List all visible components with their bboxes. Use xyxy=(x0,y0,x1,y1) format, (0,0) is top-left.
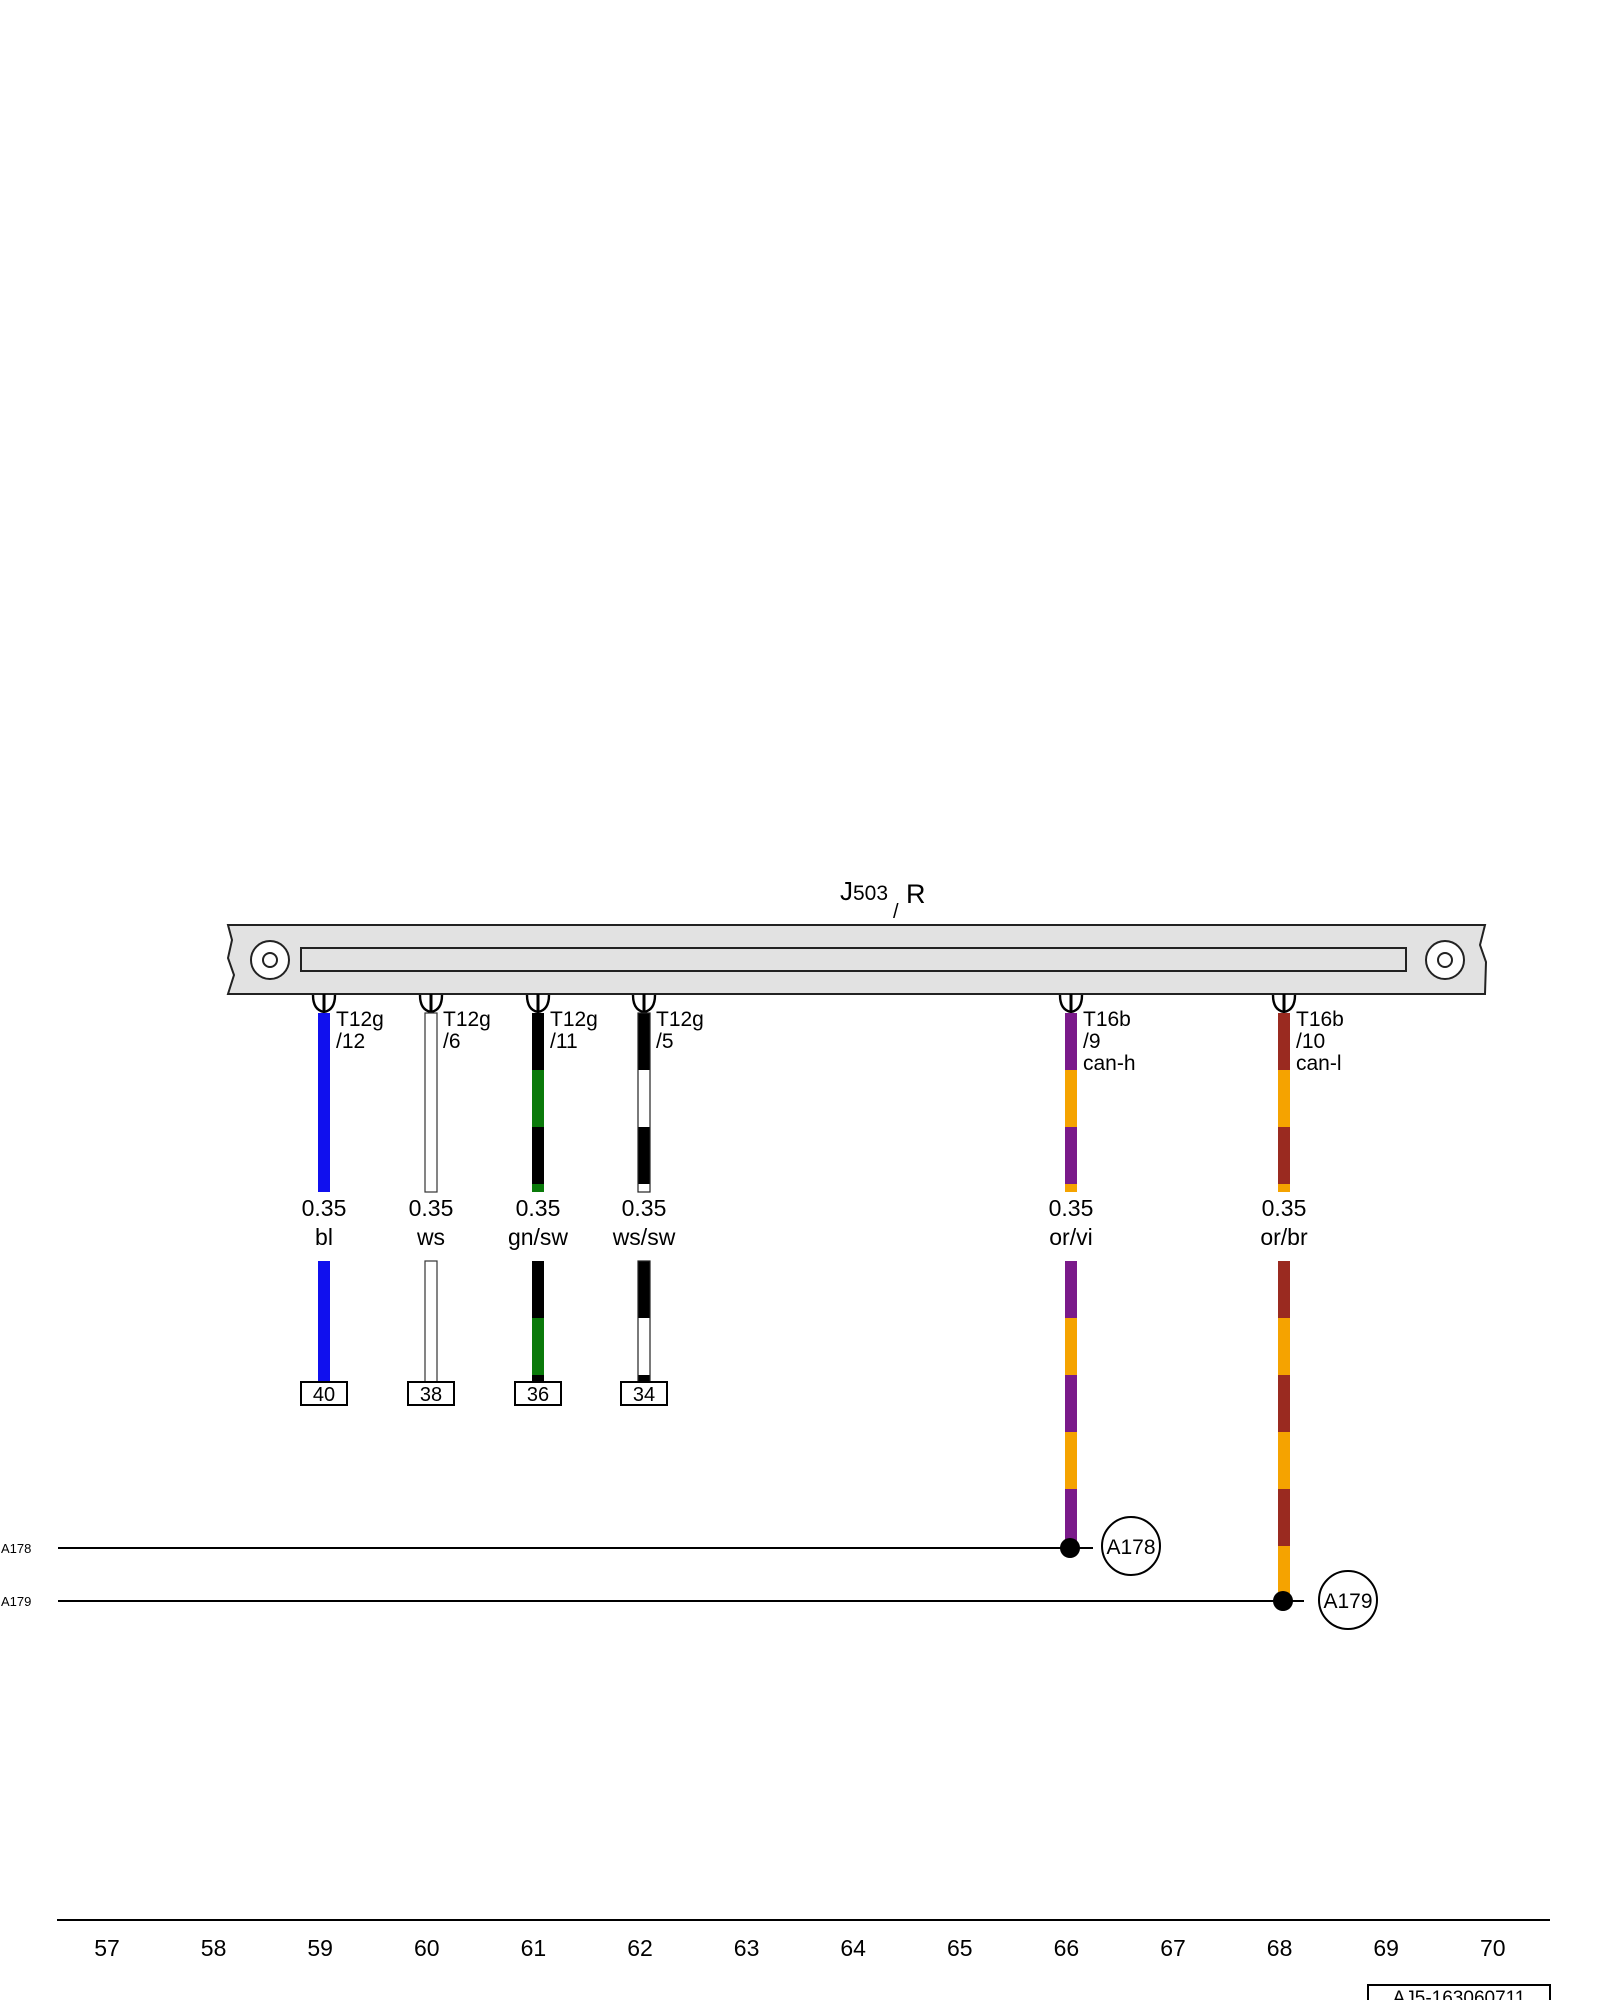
connector-pin-icon xyxy=(631,994,657,1014)
grid-column-number: 61 xyxy=(521,1935,547,1961)
component-sub: 503 xyxy=(853,882,888,905)
wire-gauge-label: 0.35 xyxy=(409,1195,454,1221)
connection-a178-circle[interactable]: A178 xyxy=(1101,1516,1161,1576)
wire-bl[interactable]: T12g/12 0.35 bl 40 xyxy=(300,994,384,1406)
grid-column-number: 59 xyxy=(307,1935,333,1961)
wire-color-label: ws/sw xyxy=(612,1224,676,1250)
reference-box-label: 40 xyxy=(313,1384,335,1406)
pin-connector-label: T12g xyxy=(336,1008,384,1031)
wire-ws-sw[interactable]: T12g/5 0.35 ws/sw 34 xyxy=(612,994,704,1406)
grid-column-number: 58 xyxy=(201,1935,227,1961)
mounting-hole-icon xyxy=(1425,940,1465,980)
component-separator: / xyxy=(893,901,899,923)
connector-pin-icon xyxy=(311,994,337,1014)
pin-number-label: /6 xyxy=(443,1030,461,1053)
connector-pin-icon xyxy=(1271,994,1297,1014)
reference-box[interactable]: 40 xyxy=(300,1381,348,1406)
grid-column-number: 66 xyxy=(1054,1935,1080,1961)
pin-note-label: can-h xyxy=(1083,1052,1136,1075)
bus-label-a179: A179 xyxy=(1,1594,31,1609)
reference-box-label: 36 xyxy=(527,1384,549,1406)
pin-note-label: can-l xyxy=(1296,1052,1342,1075)
reference-box-label: 34 xyxy=(633,1384,655,1406)
wire-color-label: ws xyxy=(416,1224,445,1250)
connection-a178-label: A178 xyxy=(1106,1536,1155,1559)
grid-column-number: 63 xyxy=(734,1935,760,1961)
wire-color-label: or/vi xyxy=(1049,1224,1092,1250)
wire-ws[interactable]: T12g/6 0.35 ws 38 xyxy=(407,994,491,1406)
pin-number-label: /10 xyxy=(1296,1030,1325,1053)
bus-lines: A178 A179 A178 A179 xyxy=(1,1516,1378,1630)
pin-connector-label: T12g xyxy=(656,1008,704,1031)
pin-number-label: /5 xyxy=(656,1030,674,1053)
connector-pin-icon xyxy=(525,994,551,1014)
drawing-id-box: AJ5-163060711 xyxy=(1367,1984,1551,2000)
wire-color-label: gn/sw xyxy=(508,1224,568,1250)
connector-pin-icon xyxy=(418,994,444,1014)
wire-gauge-label: 0.35 xyxy=(622,1195,667,1221)
wire-gauge-label: 0.35 xyxy=(1049,1195,1094,1221)
wire-color-label: or/br xyxy=(1260,1224,1308,1250)
component-title: J503 xyxy=(840,876,888,906)
connection-a179-label: A179 xyxy=(1323,1590,1372,1613)
junction-dot xyxy=(1273,1591,1293,1611)
grid-column-number: 70 xyxy=(1480,1935,1506,1961)
junction-dot xyxy=(1060,1538,1080,1558)
reference-box[interactable]: 34 xyxy=(620,1381,668,1406)
grid-column-number: 60 xyxy=(414,1935,440,1961)
grid-column-number: 65 xyxy=(947,1935,973,1961)
drawing-id: AJ5-163060711 xyxy=(1393,1988,1526,2000)
component-suffix: R xyxy=(906,879,926,909)
reference-box[interactable]: 38 xyxy=(407,1381,455,1406)
mounting-hole-icon xyxy=(250,940,290,980)
control-unit-housing xyxy=(226,924,1488,995)
reference-box-label: 38 xyxy=(420,1384,442,1406)
pin-number-label: /9 xyxy=(1083,1030,1101,1053)
pin-connector-label: T16b xyxy=(1083,1008,1131,1031)
wire-gauge-label: 0.35 xyxy=(1262,1195,1307,1221)
connector-pin-icon xyxy=(1058,994,1084,1014)
connection-a179-circle[interactable]: A179 xyxy=(1318,1570,1378,1630)
wire-gauge-label: 0.35 xyxy=(302,1195,347,1221)
wire-gauge-label: 0.35 xyxy=(516,1195,561,1221)
component-main: J xyxy=(840,876,853,906)
pin-number-label: /12 xyxy=(336,1030,365,1053)
grid-column-number: 57 xyxy=(94,1935,120,1961)
bus-label-a178: A178 xyxy=(1,1541,31,1556)
pin-number-label: /11 xyxy=(550,1030,578,1053)
pin-connector-label: T12g xyxy=(550,1008,598,1031)
grid-column-number: 68 xyxy=(1267,1935,1293,1961)
wire-color-label: bl xyxy=(315,1224,333,1250)
pin-connector-label: T12g xyxy=(443,1008,491,1031)
wires-layer: T12g/12 0.35 bl 40 T12g/6 0.35 ws 38 T12g/11 0.35… xyxy=(300,994,1344,1601)
grid-column-number: 69 xyxy=(1373,1935,1399,1961)
grid-column-number: 62 xyxy=(627,1935,653,1961)
grid-column-number: 64 xyxy=(840,1935,866,1961)
grid-column-numbers: 57 58 59 60 61 62 63 64 65 66 67 68 69 70 xyxy=(94,1935,1505,1961)
grid-column-number: 67 xyxy=(1160,1935,1186,1961)
reference-box[interactable]: 36 xyxy=(514,1381,562,1406)
pin-connector-label: T16b xyxy=(1296,1008,1344,1031)
wire-gn-sw[interactable]: T12g/11 0.35 gn/sw 36 xyxy=(508,994,598,1406)
